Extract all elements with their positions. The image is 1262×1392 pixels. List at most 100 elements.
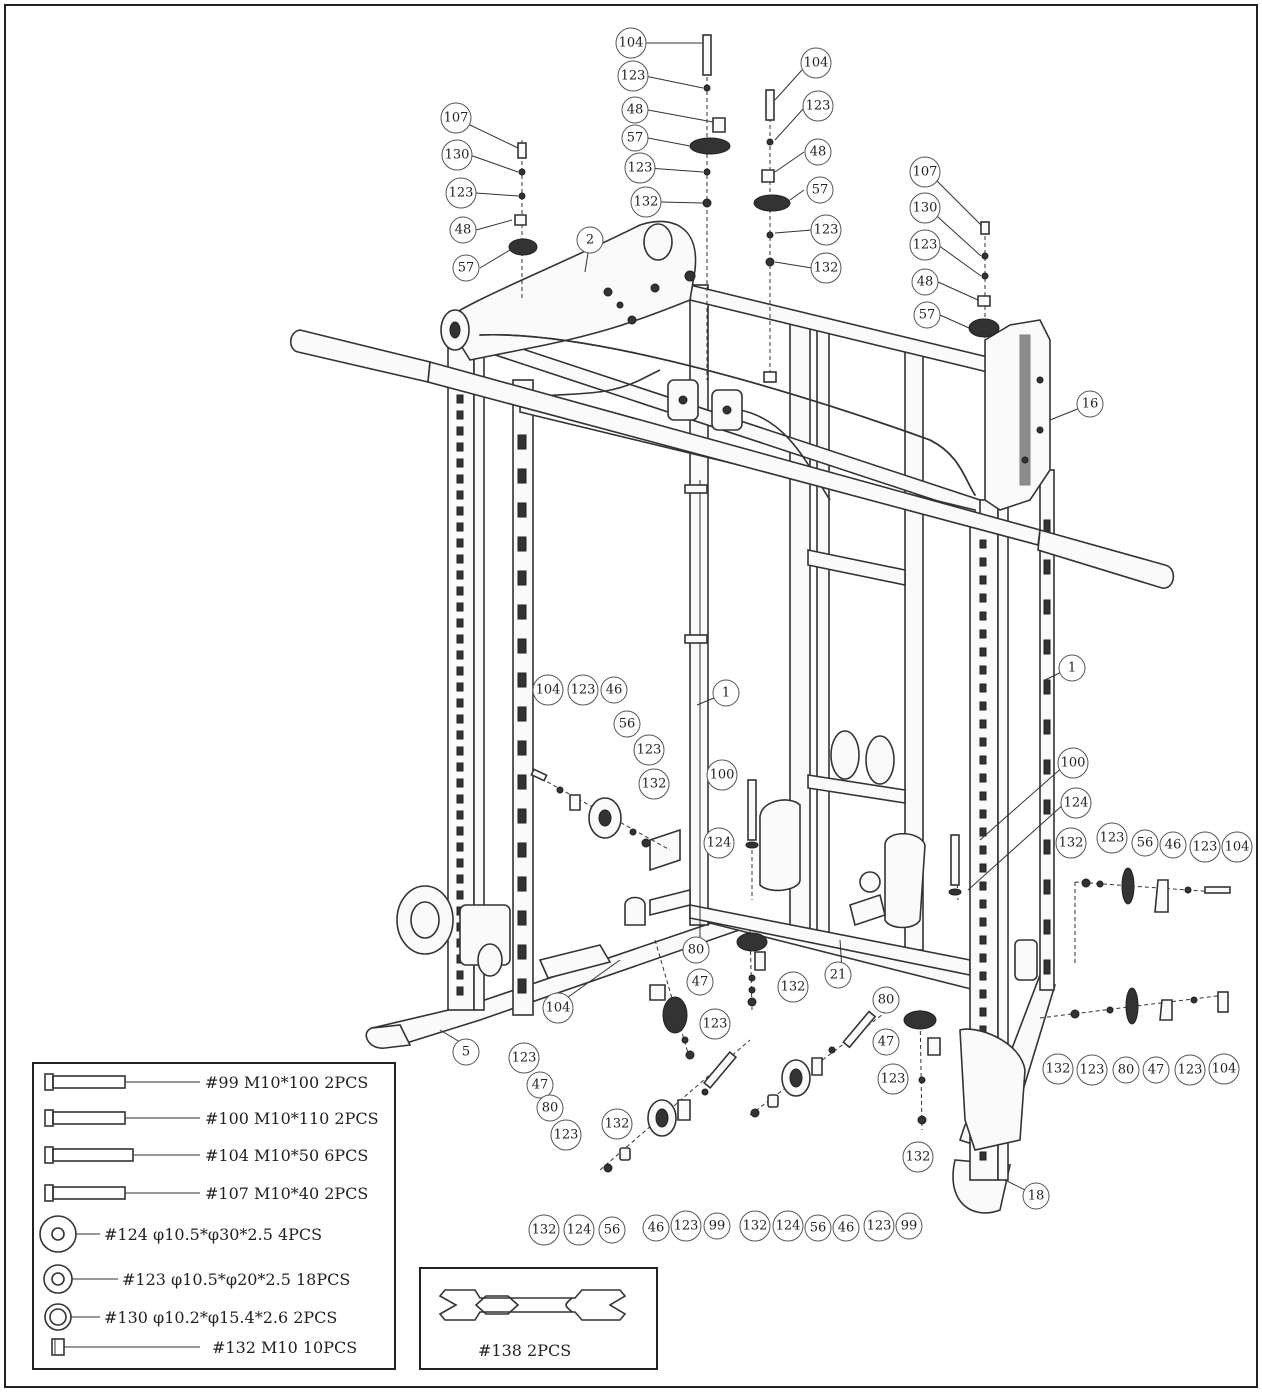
callout-132: 132 — [1055, 827, 1087, 859]
svg-text:48: 48 — [455, 223, 472, 238]
bolt-icon — [44, 1146, 200, 1164]
svg-text:80: 80 — [1118, 1063, 1135, 1078]
svg-text:123: 123 — [867, 1219, 892, 1234]
callout-123: 123 — [550, 1119, 582, 1151]
callout-48: 48 — [911, 268, 939, 296]
callout-56: 56 — [804, 1214, 832, 1242]
callout-123: 123 — [877, 1063, 909, 1095]
svg-text:132: 132 — [532, 1223, 557, 1238]
svg-text:16: 16 — [1082, 397, 1099, 412]
callout-80: 80 — [682, 936, 710, 964]
left-upright-holes — [456, 394, 527, 996]
legend-item-label: #124 φ10.5*φ30*2.5 4PCS — [104, 1225, 322, 1244]
callout-bubbles: 1041234857123132104123485712313210713012… — [440, 27, 1253, 1246]
svg-text:47: 47 — [692, 975, 709, 990]
top-back-beam — [689, 283, 1001, 377]
hardware-stack-top-center-left — [689, 34, 731, 380]
right-upright-holes — [979, 519, 1051, 1161]
svg-text:123: 123 — [1080, 1063, 1105, 1078]
bolt-icon — [44, 1073, 200, 1091]
svg-text:104: 104 — [1225, 840, 1250, 855]
seat-pad-right — [884, 833, 926, 929]
svg-text:104: 104 — [1212, 1062, 1237, 1077]
lower-bracket — [649, 828, 681, 872]
nut-icon — [51, 1338, 200, 1356]
callout-80: 80 — [1112, 1056, 1140, 1084]
callout-123: 123 — [617, 60, 649, 92]
chin-up-handle-center — [739, 409, 831, 501]
svg-text:132: 132 — [906, 1150, 931, 1165]
diagram-frame — [4, 4, 1258, 1388]
legend-item-label: #100 M10*110 2PCS — [205, 1109, 379, 1128]
callout-57: 57 — [452, 254, 480, 282]
lower-right-housing — [959, 1028, 1026, 1151]
svg-text:56: 56 — [619, 717, 636, 732]
tool-legend: #138 2PCS — [419, 1267, 658, 1370]
svg-text:46: 46 — [838, 1221, 855, 1236]
callout-47: 47 — [686, 968, 714, 996]
callout-46: 46 — [642, 1214, 670, 1242]
svg-text:104: 104 — [804, 56, 829, 71]
svg-text:123: 123 — [554, 1128, 579, 1143]
svg-text:123: 123 — [1193, 840, 1218, 855]
legend-item-label: #130 φ10.2*φ15.4*2.6 2PCS — [104, 1308, 337, 1327]
legend-item-label: #107 M10*40 2PCS — [205, 1184, 368, 1203]
legend-item-label: #104 M10*50 6PCS — [205, 1146, 368, 1165]
svg-text:132: 132 — [605, 1117, 630, 1132]
callout-123: 123 — [508, 1042, 540, 1074]
callout-123: 123 — [699, 1008, 731, 1040]
callout-104: 104 — [1208, 1053, 1240, 1085]
callout-99: 99 — [703, 1212, 731, 1240]
callout-46: 46 — [600, 676, 628, 704]
hardware-stack-top-left — [508, 140, 538, 300]
svg-text:80: 80 — [688, 943, 705, 958]
svg-text:47: 47 — [878, 1035, 895, 1050]
svg-text:123: 123 — [637, 743, 662, 758]
svg-text:21: 21 — [830, 968, 847, 983]
callout-104: 104 — [800, 47, 832, 79]
callout-130: 130 — [909, 192, 941, 224]
callout-132: 132 — [902, 1141, 934, 1173]
callout-123: 123 — [633, 734, 665, 766]
callout-47: 47 — [526, 1071, 554, 1099]
callout-48: 48 — [449, 216, 477, 244]
callout-123: 123 — [1189, 831, 1221, 863]
svg-text:132: 132 — [642, 777, 667, 792]
top-left-pulley-housing — [443, 220, 697, 361]
hardware-stack-top-right — [968, 221, 1000, 340]
svg-text:2: 2 — [586, 233, 594, 248]
svg-text:130: 130 — [445, 148, 470, 163]
svg-text:99: 99 — [901, 1219, 918, 1234]
hardware-stack-lower-right-diagonal — [749, 1004, 896, 1118]
callout-5: 5 — [452, 1038, 480, 1066]
pad-mount — [849, 893, 886, 927]
base-plate — [538, 944, 612, 979]
callout-124: 124 — [772, 1210, 804, 1242]
svg-text:123: 123 — [674, 1219, 699, 1234]
svg-text:1: 1 — [722, 686, 730, 701]
svg-text:99: 99 — [709, 1219, 726, 1234]
barbell-right-sleeve — [1037, 528, 1175, 589]
top-left-pulley-wheel — [643, 223, 673, 261]
svg-text:132: 132 — [1046, 1062, 1071, 1077]
svg-text:107: 107 — [444, 111, 469, 126]
callout-80: 80 — [536, 1094, 564, 1122]
callout-48: 48 — [804, 138, 832, 166]
svg-text:123: 123 — [449, 186, 474, 201]
svg-text:100: 100 — [1061, 756, 1086, 771]
svg-text:124: 124 — [707, 836, 732, 851]
svg-text:107: 107 — [913, 165, 938, 180]
svg-text:46: 46 — [1165, 838, 1182, 853]
wrench-icon — [438, 1289, 627, 1321]
center-pulley-left — [830, 730, 860, 780]
svg-text:123: 123 — [1178, 1063, 1203, 1078]
svg-text:123: 123 — [621, 69, 646, 84]
svg-text:18: 18 — [1028, 1189, 1045, 1204]
callout-21: 21 — [824, 961, 852, 989]
cross-member-lower — [807, 774, 906, 804]
svg-text:47: 47 — [532, 1078, 549, 1093]
svg-text:104: 104 — [536, 683, 561, 698]
bolt-icon — [44, 1184, 200, 1202]
center-pulley-right — [865, 735, 895, 785]
